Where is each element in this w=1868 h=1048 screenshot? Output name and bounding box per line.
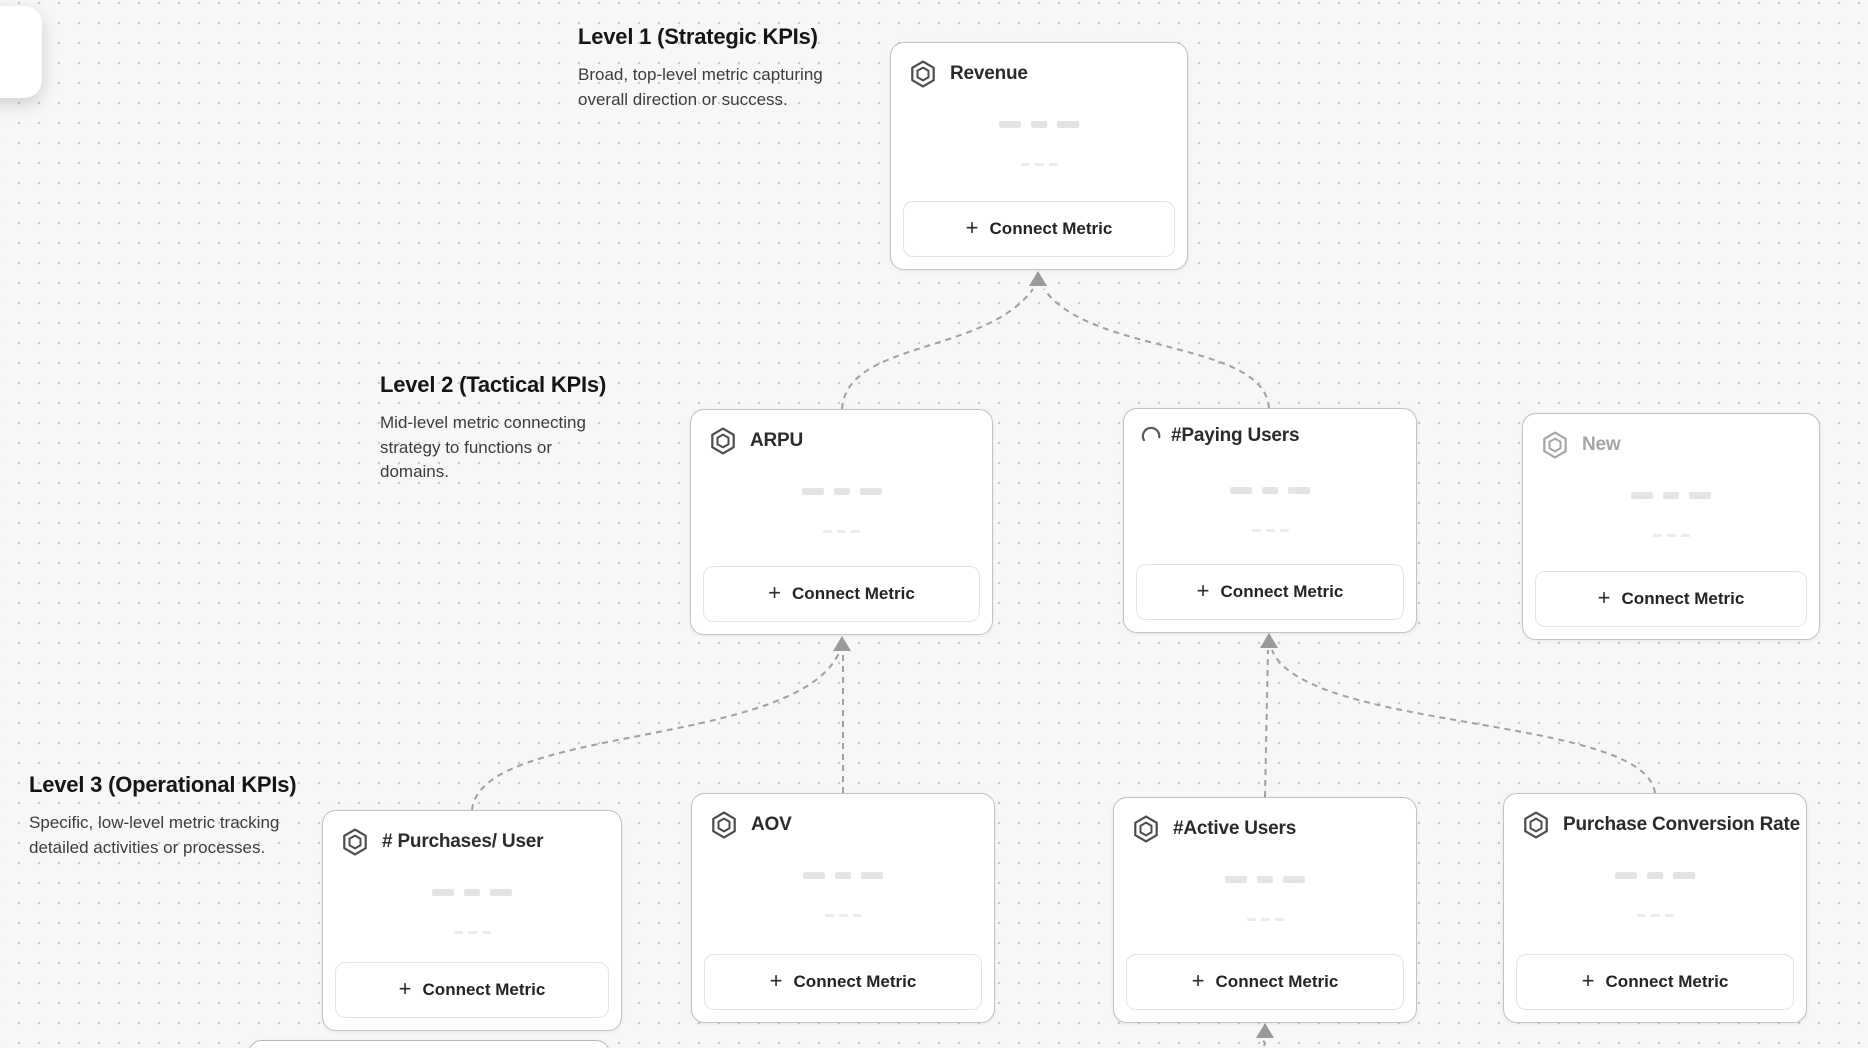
connect-metric-label: Connect Metric [989, 219, 1113, 238]
plus-icon: + [768, 580, 782, 605]
card-title: Revenue [950, 63, 1028, 84]
level-2-label: Level 2 (Tactical KPIs) Mid-level metric… [380, 372, 625, 484]
plus-icon: + [1581, 968, 1595, 993]
connector-below-active [1260, 1040, 1266, 1048]
connect-metric-button[interactable]: + Connect Metric [1516, 954, 1794, 1010]
plus-icon: + [1191, 968, 1205, 993]
skeleton-row [1504, 872, 1806, 879]
connector-active-paying [1264, 649, 1269, 798]
card-title: ARPU [750, 430, 804, 451]
skeleton-row [1124, 487, 1416, 494]
connect-metric-label: Connect Metric [1605, 972, 1729, 991]
connect-metric-label: Connect Metric [792, 584, 915, 603]
connect-metric-label: Connect Metric [1621, 589, 1745, 608]
level-3-description: Specific, low-level metric tracking deta… [29, 813, 280, 857]
metric-hexagon-icon [1134, 815, 1158, 843]
card-head: Purchase Conversion Rate [1504, 794, 1806, 840]
connect-metric-button[interactable]: + Connect Metric [335, 962, 609, 1018]
metric-card-active-users[interactable]: #Active Users + Connect Metric [1113, 797, 1417, 1023]
arrowhead-arpu [833, 636, 851, 651]
skeleton-row [323, 889, 621, 896]
card-head: ARPU [691, 410, 992, 456]
skeleton-row [1523, 534, 1819, 537]
skeleton-row [891, 163, 1187, 166]
connector-purchases-arpu [471, 652, 840, 811]
connect-metric-button[interactable]: + Connect Metric [704, 954, 982, 1010]
level-1-description: Broad, top-level metric capturing overal… [578, 65, 823, 109]
card-title: New [1582, 434, 1621, 455]
metric-card-arpu[interactable]: ARPU + Connect Metric [690, 409, 993, 635]
skeleton-row [1504, 914, 1806, 917]
skeleton-row [1114, 876, 1416, 883]
skeleton-row [1523, 492, 1819, 499]
connect-metric-label: Connect Metric [793, 972, 917, 991]
metric-hexagon-icon [343, 828, 367, 856]
card-title: #Paying Users [1171, 425, 1300, 446]
plus-icon: + [965, 215, 979, 240]
skeleton-row [1124, 529, 1416, 532]
level-2-description: Mid-level metric connecting strategy to … [380, 413, 586, 481]
skeleton-row [691, 530, 992, 533]
arrowhead-revenue [1029, 271, 1047, 286]
connector-arpu-revenue [841, 288, 1034, 410]
metric-card-purchases-per-user[interactable]: # Purchases/ User + Connect Metric [322, 810, 622, 1031]
skeleton-row [692, 914, 994, 917]
arrowhead-paying [1260, 633, 1278, 648]
arrowhead-active [1256, 1023, 1274, 1038]
skeleton-row [1114, 918, 1416, 921]
card-head: # Purchases/ User [323, 811, 621, 857]
plus-icon: + [1597, 585, 1611, 610]
connect-metric-button[interactable]: + Connect Metric [703, 566, 980, 622]
connect-metric-button[interactable]: + Connect Metric [903, 201, 1175, 257]
metric-card-aov[interactable]: AOV + Connect Metric [691, 793, 995, 1023]
toolbar-panel-partial[interactable] [0, 6, 42, 98]
card-title: # Purchases/ User [382, 831, 544, 852]
level-1-label: Level 1 (Strategic KPIs) Broad, top-leve… [578, 24, 833, 112]
card-title: Purchase Conversion Rate [1563, 814, 1801, 835]
metric-card-new[interactable]: New + Connect Metric [1522, 413, 1820, 640]
connect-metric-label: Connect Metric [422, 980, 546, 999]
skeleton-row [891, 121, 1187, 128]
connect-metric-label: Connect Metric [1215, 972, 1339, 991]
skeleton-row [323, 931, 621, 934]
skeleton-row [692, 872, 994, 879]
connect-metric-button[interactable]: + Connect Metric [1126, 954, 1404, 1010]
metric-hexagon-icon [712, 811, 736, 839]
plus-icon: + [1196, 578, 1210, 603]
connector-paying-revenue [1043, 288, 1270, 409]
skeleton-row [691, 488, 992, 495]
plus-icon: + [398, 976, 412, 1001]
card-head: Revenue [891, 43, 1187, 89]
card-head: AOV [692, 794, 994, 840]
metric-card-purchase-conversion-rate[interactable]: Purchase Conversion Rate + Connect Metri… [1503, 793, 1807, 1023]
card-head: New [1523, 414, 1819, 460]
connector-pcr-paying [1271, 649, 1656, 794]
connect-metric-button[interactable]: + Connect Metric [1136, 564, 1404, 620]
level-3-label: Level 3 (Operational KPIs) Specific, low… [29, 772, 299, 860]
card-title: #Active Users [1173, 818, 1297, 839]
metric-card-revenue[interactable]: Revenue + Connect Metric [890, 42, 1188, 270]
plus-icon: + [769, 968, 783, 993]
level-1-title: Level 1 (Strategic KPIs) [578, 24, 818, 49]
card-title: AOV [751, 814, 792, 835]
level-3-title: Level 3 (Operational KPIs) [29, 772, 297, 797]
metric-hexagon-icon [1543, 431, 1567, 459]
metric-hexagon-icon [1524, 811, 1548, 839]
card-head: #Paying Users [1124, 409, 1416, 447]
spinner-icon [1141, 426, 1161, 442]
metric-hexagon-icon [911, 60, 935, 88]
level-2-title: Level 2 (Tactical KPIs) [380, 372, 607, 397]
metric-hexagon-icon [711, 427, 735, 455]
connect-metric-label: Connect Metric [1220, 582, 1344, 601]
metric-card-paying-users[interactable]: #Paying Users + Connect Metric [1123, 408, 1417, 633]
card-head: #Active Users [1114, 798, 1416, 844]
metric-card-partial-bottom[interactable] [248, 1040, 610, 1048]
connect-metric-button[interactable]: + Connect Metric [1535, 571, 1807, 627]
